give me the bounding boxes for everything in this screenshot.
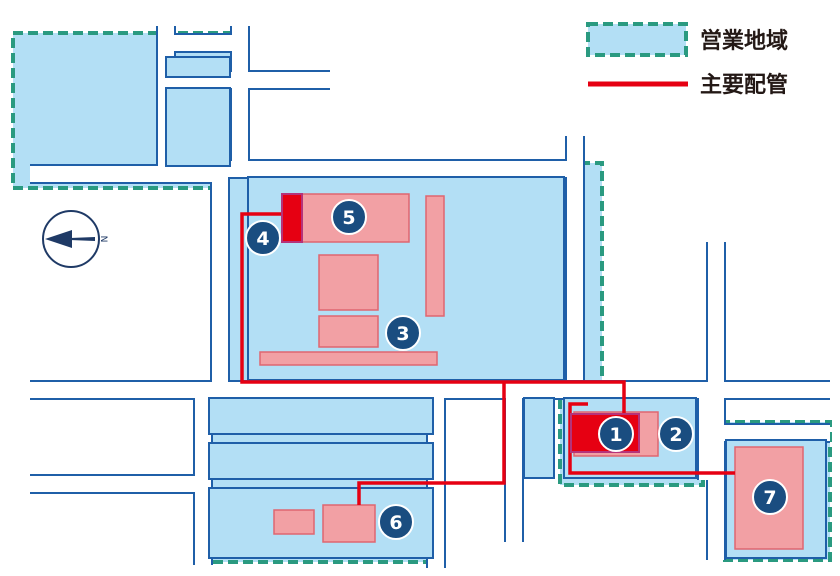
building-narrow-vertical [425, 195, 445, 317]
marker-7: 7 [752, 479, 788, 515]
marker-label: 6 [389, 512, 402, 534]
facility-4 [281, 193, 303, 243]
marker-label: 5 [342, 207, 355, 229]
legend-pipe-label: 主要配管 [700, 72, 788, 98]
marker-label: 2 [669, 424, 682, 446]
marker-4: 4 [245, 220, 281, 256]
marker-label: 3 [396, 323, 409, 345]
block-bottom-row-1 [208, 397, 434, 435]
marker-label: 1 [609, 424, 622, 446]
legend-area-label: 営業地域 [700, 28, 788, 54]
block-bottom-row-2 [208, 442, 434, 480]
building-3-large [318, 254, 379, 311]
marker-label: 7 [763, 487, 776, 509]
block-top-strip-2 [165, 87, 231, 167]
road-network [30, 26, 830, 568]
building-6-right [322, 504, 376, 543]
marker-3: 3 [385, 315, 421, 351]
legend-area-swatch [586, 22, 688, 57]
legend: 営業地域 主要配管 [586, 22, 788, 98]
marker-1: 1 [598, 416, 634, 452]
block-top-strip-1 [165, 56, 231, 78]
marker-label: 4 [256, 228, 269, 250]
building-3-long [259, 351, 438, 366]
marker-5: 5 [331, 199, 367, 235]
block-mid-small [523, 397, 555, 479]
building-3-small [318, 315, 379, 348]
numbered-markers: 1 2 3 4 5 6 7 [245, 199, 788, 540]
compass-north-label: N [98, 236, 108, 243]
marker-2: 2 [658, 416, 694, 452]
marker-6: 6 [378, 504, 414, 540]
building-6-left [273, 509, 315, 535]
compass: N [42, 210, 108, 268]
